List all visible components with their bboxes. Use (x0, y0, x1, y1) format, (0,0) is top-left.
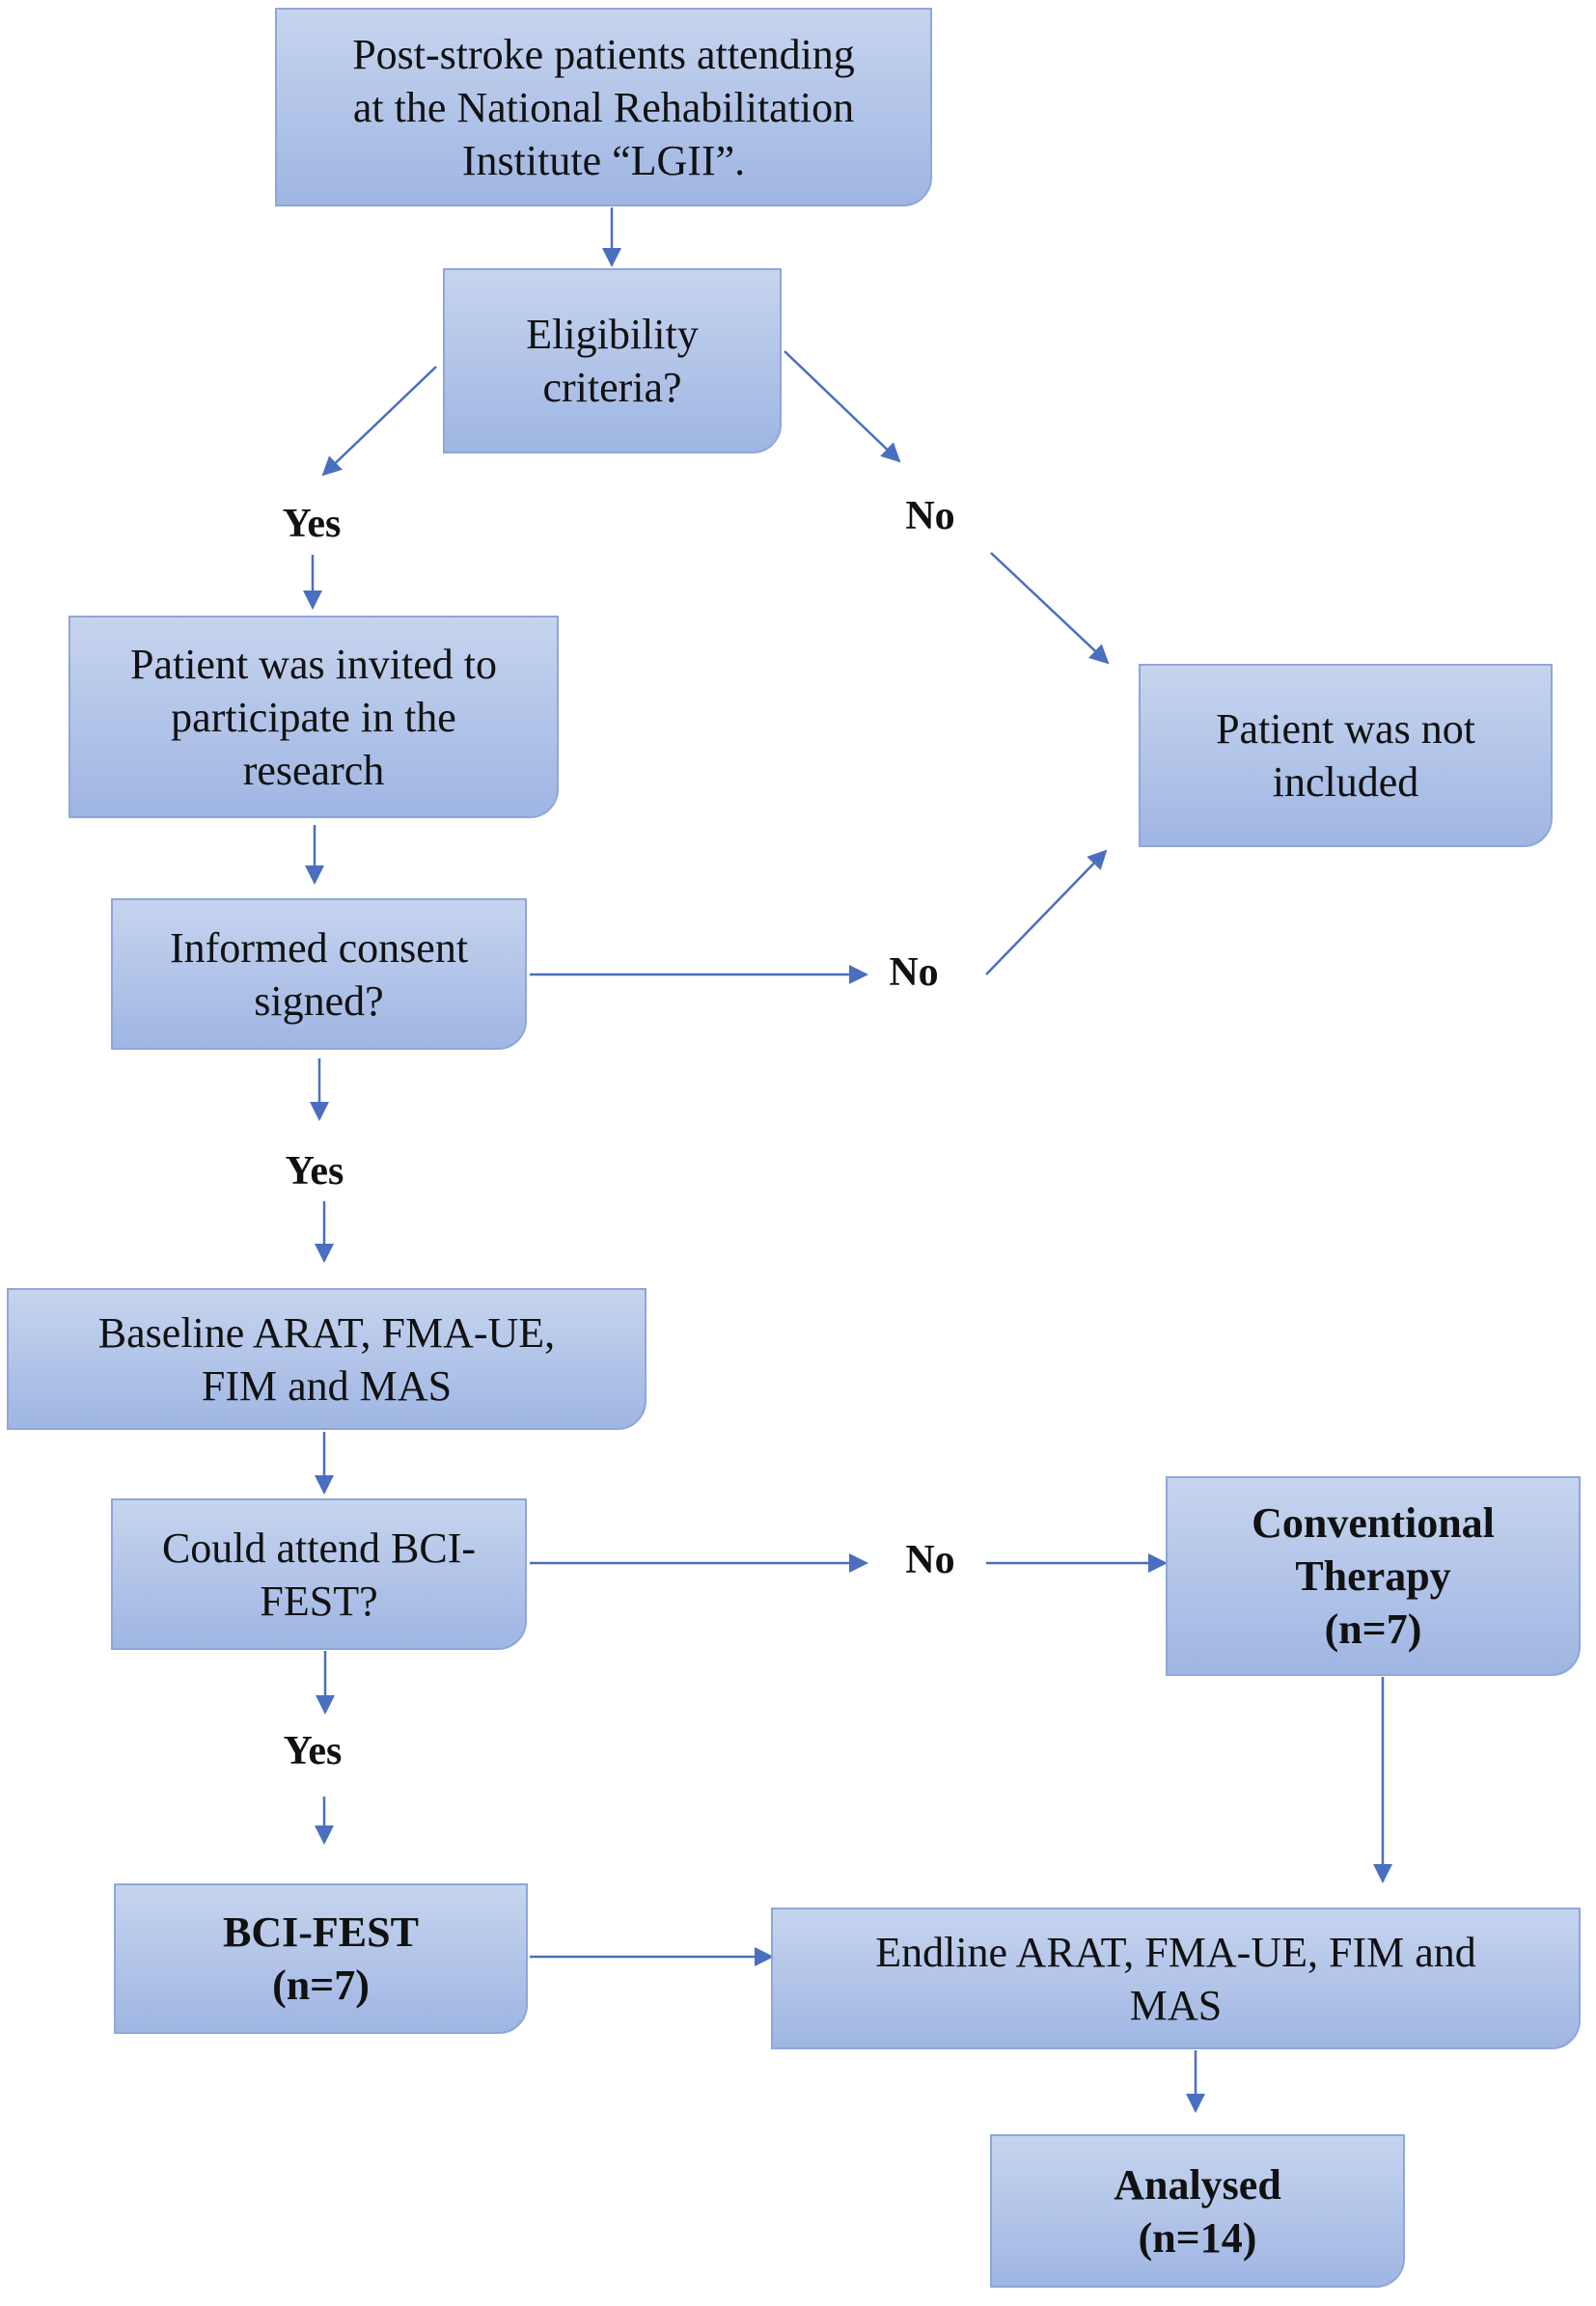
conventional-therapy-box: Conventional Therapy (n=7) (1166, 1476, 1581, 1676)
baseline-box: Baseline ARAT, FMA-UE, FIM and MAS (7, 1288, 647, 1430)
arrow-no-to-not-included (990, 552, 1110, 665)
not-included-box: Patient was not included (1139, 664, 1553, 847)
eligibility-box: Eligibility criteria? (443, 268, 782, 453)
yes-label-eligibility: Yes (282, 502, 342, 546)
attend-box: Could attend BCI- FEST? (111, 1498, 527, 1650)
no-label-consent: No (889, 950, 939, 995)
consent-box: Informed consent signed? (111, 898, 527, 1050)
no-label-attend: No (905, 1538, 955, 1582)
no-label-eligibility: No (905, 494, 955, 538)
start-box: Post-stroke patients attending at the Na… (275, 8, 932, 206)
yes-label-consent: Yes (285, 1149, 344, 1194)
arrow-no-to-not-included-2 (985, 849, 1108, 975)
arrow-eligibility-to-yes (321, 366, 437, 477)
invited-box: Patient was invited to participate in th… (69, 616, 559, 818)
yes-label-attend: Yes (283, 1729, 343, 1773)
endline-box: Endline ARAT, FMA-UE, FIM and MAS (771, 1908, 1581, 2049)
arrow-eligibility-to-no (784, 350, 901, 463)
analysed-box: Analysed (n=14) (990, 2134, 1405, 2288)
bcifest-box: BCI-FEST (n=7) (114, 1883, 528, 2034)
